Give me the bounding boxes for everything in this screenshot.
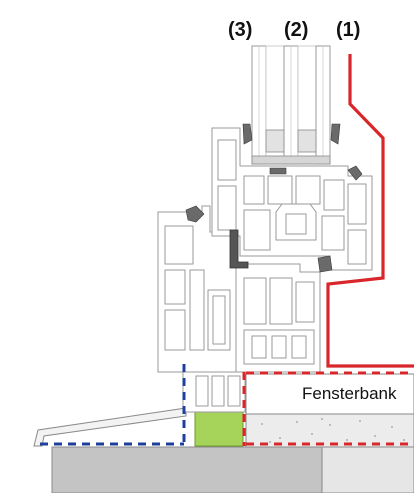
screed-dots: [261, 418, 405, 443]
marker-3-label: (3): [228, 19, 252, 41]
triple-glazing: [251, 45, 331, 165]
insulation-block: [194, 411, 244, 447]
gaskets: [185, 123, 363, 273]
masonry-wall: [51, 446, 414, 493]
reinforcement-insert: [229, 229, 249, 269]
window-sash-profile: [211, 127, 373, 271]
window-board-label: Fensterbank: [302, 384, 397, 403]
spacer-right: [297, 129, 317, 153]
window-board: [245, 373, 414, 448]
outer-sill-sheet: [33, 407, 187, 447]
seal-dashed-red: [242, 371, 414, 446]
marker-1-label: (1): [336, 19, 360, 41]
seal-line-1: [326, 54, 414, 368]
marker-2-label: (2): [284, 19, 308, 41]
seal-dashed-blue: [40, 364, 186, 446]
spacer-left: [265, 129, 285, 153]
